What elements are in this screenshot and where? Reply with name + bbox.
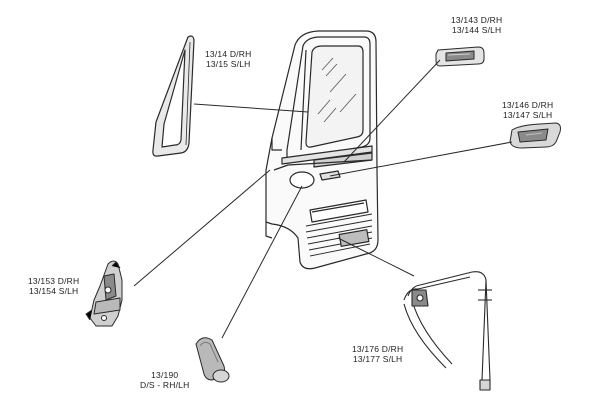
label-window-regulator: 13/176 D/RH 13/177 S/LH [352, 344, 403, 364]
label-vent-window: 13/14 D/RH 13/15 S/LH [205, 49, 251, 69]
door-panel-drawing [265, 30, 379, 270]
interior-handle-drawing [435, 46, 485, 67]
label-window-regulator-line2: 13/177 S/LH [352, 354, 403, 364]
label-vent-window-line1: 13/14 D/RH [205, 49, 252, 59]
door-lock-drawing [85, 260, 123, 327]
leader-vent-window [193, 103, 309, 113]
label-winder-handle-line1: 13/190 [151, 370, 179, 380]
leader-winder-handle [221, 185, 303, 339]
vent-window-seal-drawing [152, 35, 195, 157]
door-pull-drawing [509, 122, 561, 149]
window-regulator-drawing [403, 271, 492, 391]
label-interior-handle: 13/143 D/RH 13/144 S/LH [451, 15, 502, 35]
leader-door-pull [329, 141, 513, 177]
label-door-lock-line1: 13/153 D/RH [28, 276, 80, 286]
label-door-lock: 13/153 D/RH 13/154 S/LH [28, 276, 79, 296]
leader-door-lock [133, 169, 271, 287]
leader-regulator [337, 237, 415, 277]
label-door-pull-line2: 13/147 S/LH [502, 110, 553, 120]
leader-lines [133, 59, 513, 339]
label-door-lock-line2: 13/154 S/LH [28, 286, 79, 296]
label-winder-handle: 13/190 D/S - RH/LH [140, 370, 189, 390]
label-interior-handle-line1: 13/143 D/RH [451, 15, 503, 25]
label-window-regulator-line1: 13/176 D/RH [352, 344, 404, 354]
leader-interior-handle [343, 59, 441, 163]
label-winder-handle-line2: D/S - RH/LH [140, 380, 190, 390]
label-door-pull-line1: 13/146 D/RH [502, 100, 554, 110]
label-vent-window-line2: 13/15 S/LH [205, 59, 251, 69]
label-door-pull: 13/146 D/RH 13/147 S/LH [502, 100, 553, 120]
label-interior-handle-line2: 13/144 S/LH [451, 25, 502, 35]
winder-handle-drawing [195, 337, 230, 383]
